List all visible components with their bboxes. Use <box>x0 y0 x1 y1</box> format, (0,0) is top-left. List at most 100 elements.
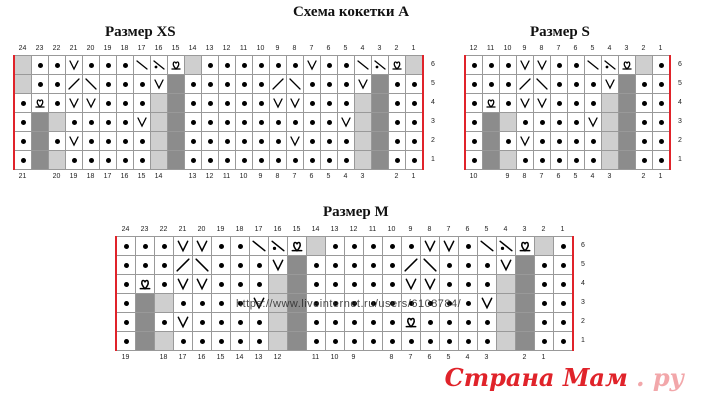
purl-dot-icon <box>241 119 247 125</box>
stitch-cell <box>288 237 307 256</box>
purl-dot-icon <box>446 338 452 344</box>
stitch-cell <box>406 94 423 113</box>
stitch-cell <box>497 313 516 332</box>
stitch-cell <box>134 94 151 113</box>
purl-dot-icon <box>71 119 77 125</box>
stitch-cell <box>554 256 573 275</box>
chart-grid <box>14 55 423 170</box>
stitch-cell <box>253 113 270 132</box>
purl-dot-icon <box>275 119 281 125</box>
stitch-cell <box>466 94 483 113</box>
col-label-bottom: 16 <box>197 354 206 361</box>
purl-dot-icon <box>541 319 547 325</box>
stitch-cell <box>497 275 516 294</box>
purl-dot-icon <box>161 243 167 249</box>
purl-dot-icon <box>309 138 315 144</box>
brand-logo[interactable]: Страна Мам . ру <box>445 363 684 392</box>
purl-dot-icon <box>123 338 129 344</box>
stitch-cell <box>466 113 483 132</box>
purl-dot-icon <box>411 138 417 144</box>
purl-dot-icon <box>199 300 205 306</box>
stitch-cell <box>236 94 253 113</box>
stitch-cell <box>355 132 372 151</box>
purl-dot-icon <box>122 81 128 87</box>
stitch-cell <box>304 113 321 132</box>
col-label-top: 14 <box>311 226 320 233</box>
purl-dot-icon <box>343 100 349 106</box>
stitch-cell <box>117 256 136 275</box>
col-label-bottom: 6 <box>309 173 314 180</box>
stitch-cell <box>516 313 535 332</box>
chart-edge-right <box>572 236 574 351</box>
stitch-cell <box>151 113 168 132</box>
stitch-cell <box>326 294 345 313</box>
purl-dot-icon <box>180 300 186 306</box>
stitch-cell <box>619 132 636 151</box>
stitch-cell <box>568 56 585 75</box>
stitch-cell <box>66 75 83 94</box>
purl-dot-icon <box>541 281 547 287</box>
purl-dot-icon <box>408 338 414 344</box>
purl-dot-icon <box>122 138 128 144</box>
stitch-cell <box>136 294 155 313</box>
stitch-cell <box>636 113 653 132</box>
col-label-top: 8 <box>427 226 432 233</box>
stitch-cell <box>151 75 168 94</box>
row-label: 5 <box>581 260 585 268</box>
stitch-cell <box>270 94 287 113</box>
stitch-cell <box>619 113 636 132</box>
stitch-cell <box>585 75 602 94</box>
stitch-cell <box>321 113 338 132</box>
col-label-top: 9 <box>408 226 413 233</box>
col-label-bottom: 18 <box>86 173 95 180</box>
col-label-bottom: 17 <box>178 354 187 361</box>
purl-dot-icon <box>427 338 433 344</box>
knit-v-icon <box>273 98 283 109</box>
stitch-cell <box>602 113 619 132</box>
stitch-cell <box>534 151 551 170</box>
purl-dot-icon <box>309 119 315 125</box>
purl-dot-icon <box>258 157 264 163</box>
stitch-cell <box>602 94 619 113</box>
purl-dot-icon <box>54 62 60 68</box>
purl-dot-icon <box>351 338 357 344</box>
purl-dot-icon <box>641 157 647 163</box>
stitch-cell <box>32 113 49 132</box>
stitch-cell <box>619 56 636 75</box>
purl-dot-icon <box>505 62 511 68</box>
col-label-top: 5 <box>484 226 489 233</box>
stitch-cell <box>212 332 231 351</box>
stitch-cell <box>517 151 534 170</box>
col-label-bottom: 9 <box>258 173 263 180</box>
purl-dot-icon <box>590 100 596 106</box>
col-label-top: 2 <box>641 45 646 52</box>
col-label-top: 6 <box>326 45 331 52</box>
col-label-top: 3 <box>377 45 382 52</box>
purl-dot-icon <box>122 119 128 125</box>
watermark-url: https://www.liveinternet.ru/users/610878… <box>236 298 462 310</box>
purl-dot-icon <box>556 81 562 87</box>
purl-dot-icon <box>258 119 264 125</box>
cross-right-icon <box>85 78 97 90</box>
stitch-cell <box>355 151 372 170</box>
twisted-loop-icon <box>519 241 531 252</box>
stitch-cell <box>287 132 304 151</box>
stitch-cell <box>307 237 326 256</box>
cross-right-icon <box>536 78 548 90</box>
knit-v-icon <box>86 98 96 109</box>
stitch-cell <box>338 151 355 170</box>
purl-dot-icon <box>218 262 224 268</box>
stitch-cell <box>440 313 459 332</box>
col-label-top: 4 <box>607 45 612 52</box>
col-label-top: 12 <box>222 45 231 52</box>
stitch-cell <box>372 94 389 113</box>
purl-dot-icon <box>484 281 490 287</box>
stitch-cell <box>168 56 185 75</box>
stitch-cell <box>406 113 423 132</box>
stitch-cell <box>345 313 364 332</box>
stitch-cell <box>83 94 100 113</box>
purl-dot-icon <box>446 319 452 325</box>
stitch-cell <box>364 332 383 351</box>
chart-edge-left <box>13 55 15 170</box>
purl-dot-icon <box>326 119 332 125</box>
